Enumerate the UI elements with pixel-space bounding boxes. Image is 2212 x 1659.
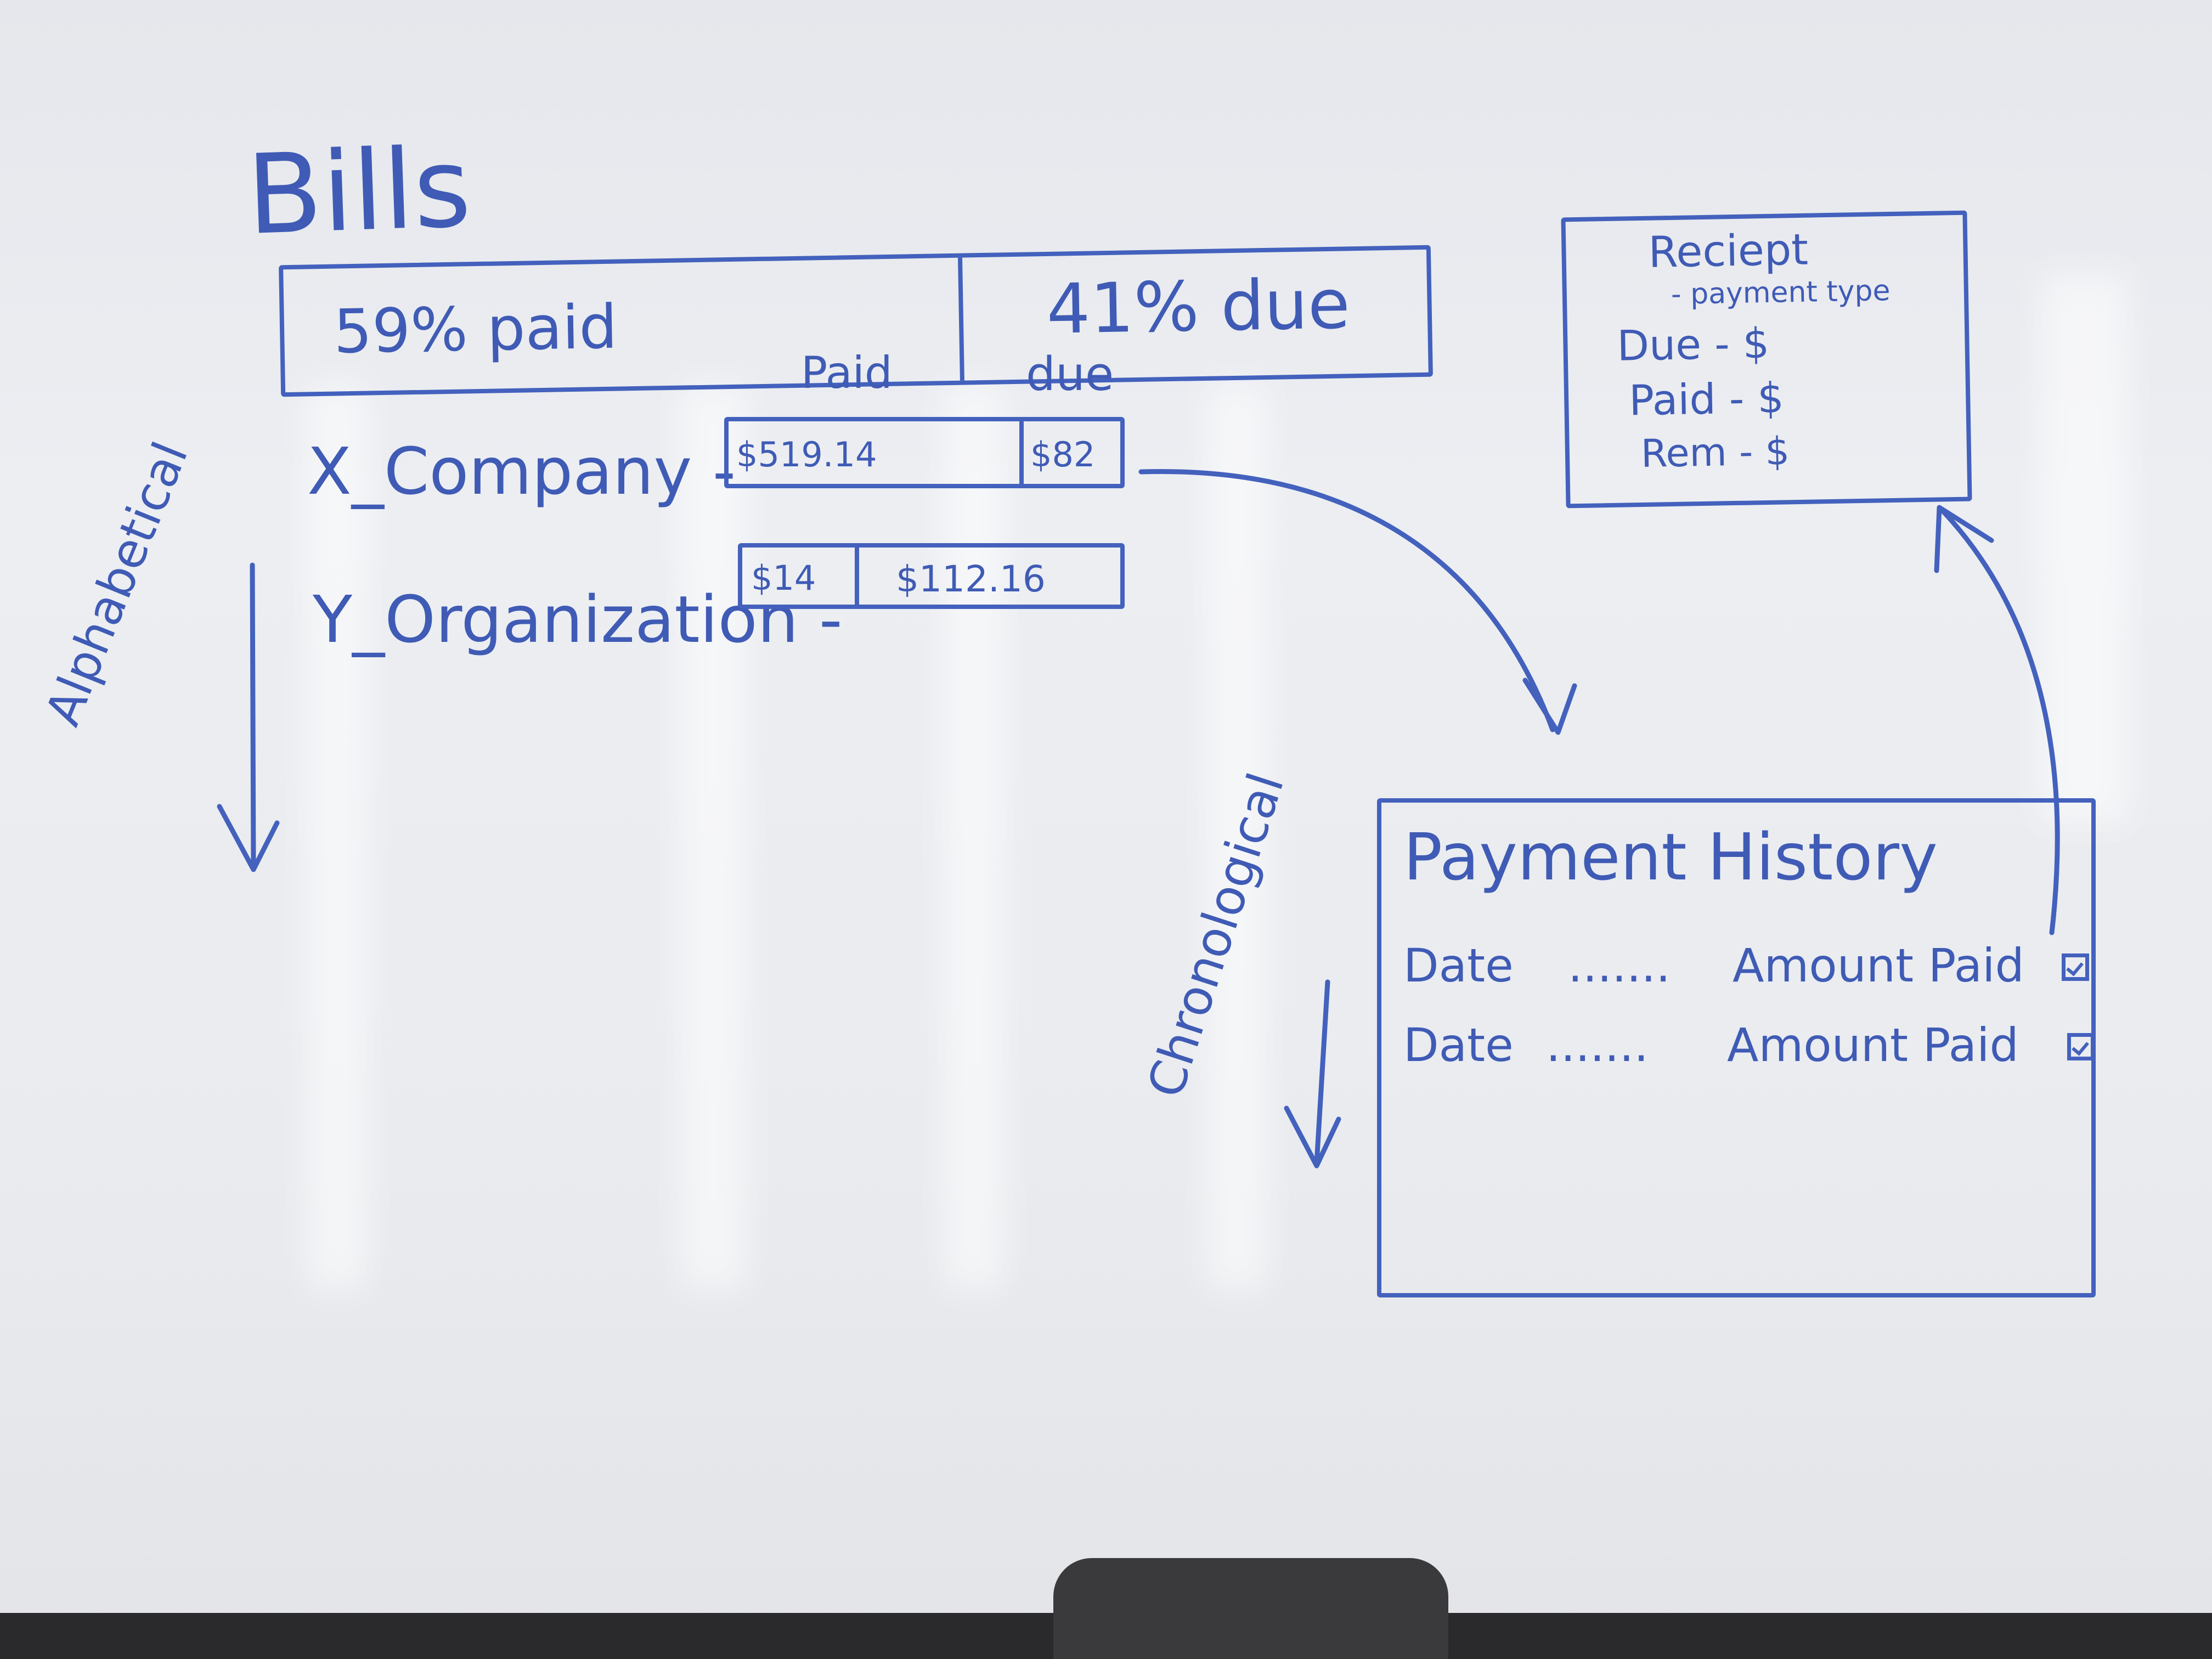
payment-history-row: Date ....... Amount Paid xyxy=(1403,1018,2095,1072)
payment-dots: ....... xyxy=(1546,1018,1649,1072)
payment-history-panel: Payment History Date ....... Amount Paid… xyxy=(1377,798,2096,1297)
payment-dots: ....... xyxy=(1568,939,1671,992)
payment-date: Date xyxy=(1403,939,1514,992)
chronological-arrow xyxy=(1314,979,1330,1166)
payment-amount: Amount Paid xyxy=(1727,1018,2019,1072)
payment-date: Date xyxy=(1403,1018,1514,1072)
due-column-header: due xyxy=(1026,347,1114,402)
bill-name: Y_Organization - xyxy=(313,582,843,657)
window-glare xyxy=(944,384,1004,1289)
receipt-link-arrow-head xyxy=(1934,505,1994,573)
bill-name: X_Company - xyxy=(307,433,736,509)
bill-due-amount: $82 xyxy=(1030,435,1096,475)
history-link-arrow-head xyxy=(1522,678,1577,735)
payment-history-title: Payment History xyxy=(1403,819,1938,895)
bill-progress-bar: $519.14 $82 xyxy=(724,417,1125,488)
bill-bar-divider xyxy=(1019,421,1024,484)
bill-due-amount: $112.16 xyxy=(896,558,1046,600)
receipt-link-arrow xyxy=(1939,507,2060,935)
window-glare xyxy=(1207,384,1267,1289)
payment-history-row: Date ....... Amount Paid xyxy=(1403,939,2089,992)
payment-checkbox[interactable] xyxy=(2067,1033,2095,1060)
window-glare xyxy=(307,384,368,1289)
history-link-arrow xyxy=(1138,469,1555,732)
bill-paid-amount: $519.14 xyxy=(736,435,877,475)
bill-paid-amount: $14 xyxy=(751,558,816,598)
alphabetical-arrow xyxy=(250,562,256,870)
paid-column-header: Paid xyxy=(801,347,893,398)
whiteboard xyxy=(0,0,2212,1613)
payment-amount: Amount Paid xyxy=(1733,939,2024,992)
payment-checkbox[interactable] xyxy=(2062,953,2089,981)
window-glare xyxy=(2041,274,2129,823)
bill-bar-divider xyxy=(855,548,859,605)
chronological-arrow-head xyxy=(1284,1105,1341,1169)
window-glare xyxy=(680,384,746,1289)
board-clip xyxy=(1053,1558,1448,1659)
alphabetical-arrow-head xyxy=(217,804,280,872)
bill-progress-bar: $14 $112.16 xyxy=(738,543,1125,609)
